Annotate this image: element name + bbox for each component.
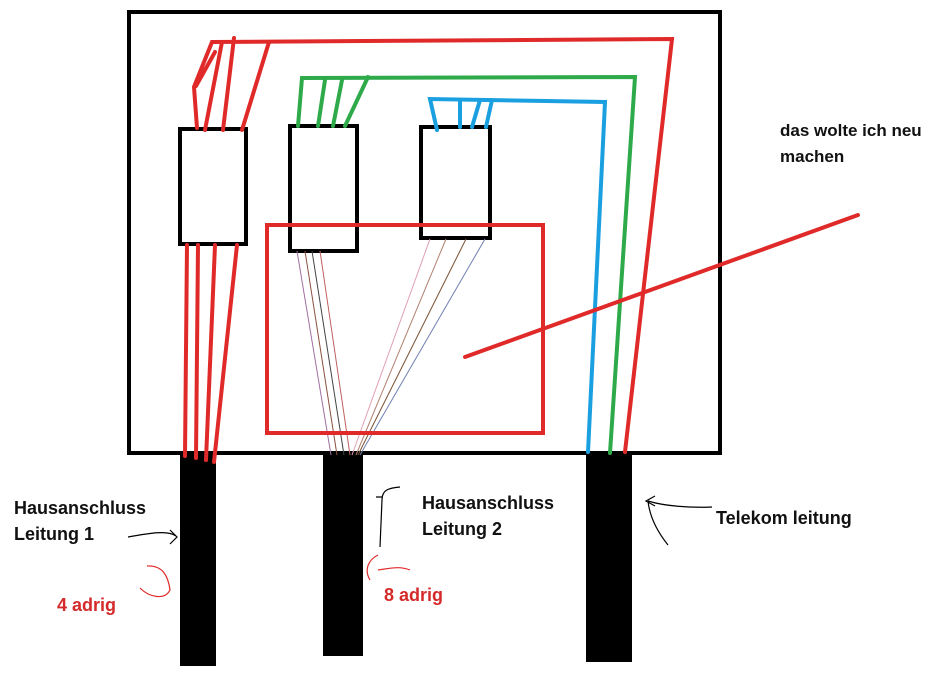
red-scribbles xyxy=(139,554,411,598)
scribble-cable2 xyxy=(366,554,411,581)
terminal-block-1 xyxy=(178,127,248,246)
scribble-cable1 xyxy=(139,565,171,598)
terminal-block-2 xyxy=(288,124,359,253)
thin-wires-cable2 xyxy=(296,238,486,456)
terminal-block-3 xyxy=(419,125,492,240)
cable2-label-line1: Hausanschluss xyxy=(422,493,555,513)
arrow-cable1 xyxy=(127,529,178,545)
cable1-label-line1: Hausanschluss xyxy=(14,498,147,518)
blue-wires xyxy=(427,96,608,454)
cable-hausanschluss-2 xyxy=(323,455,363,656)
cable2-wire-count: 8 adrig xyxy=(384,585,444,605)
red-wires-upper xyxy=(191,36,675,454)
note-text-line1: das wolte ich neu xyxy=(780,121,922,140)
note-text-line2: machen xyxy=(780,147,845,166)
cable3-label: Telekom leitung xyxy=(716,508,852,528)
cable-hausanschluss-1 xyxy=(180,455,216,666)
hand-drawn-arrows xyxy=(127,486,713,548)
cable2-label-line2: Leitung 2 xyxy=(422,519,502,539)
bracket-cable2 xyxy=(376,486,401,548)
cable1-label-line2: Leitung 1 xyxy=(14,524,94,544)
green-wires xyxy=(296,74,638,455)
cable-telekom xyxy=(586,455,632,662)
annotation-pointer-line xyxy=(463,213,860,359)
cable1-wire-count: 4 adrig xyxy=(57,595,117,615)
red-wires-lower xyxy=(183,243,239,464)
arrow-telekom xyxy=(644,495,713,546)
